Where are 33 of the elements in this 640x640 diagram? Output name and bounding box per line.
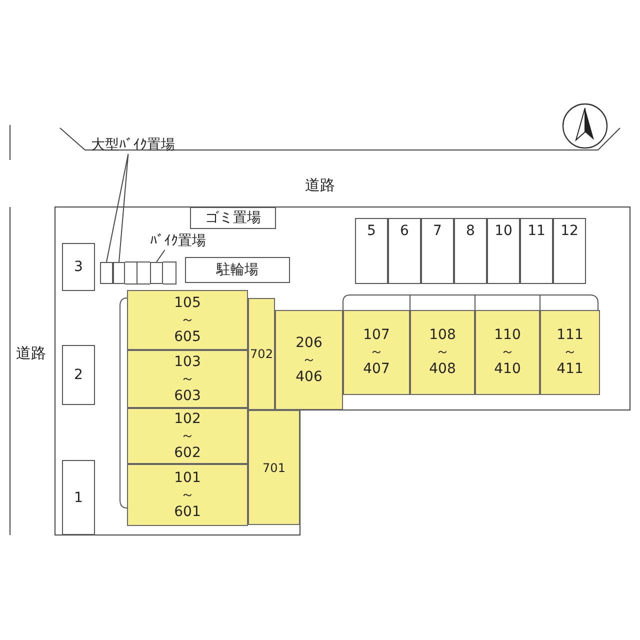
leader-line bbox=[106, 154, 129, 262]
parking-space: 7 bbox=[421, 218, 454, 284]
parking-space: 11 bbox=[520, 218, 553, 284]
parking-space: 6 bbox=[388, 218, 421, 284]
road-label: 道路 bbox=[16, 344, 46, 363]
leader-line bbox=[118, 154, 129, 262]
apartment-unit: 107 ～ 407 bbox=[343, 310, 410, 395]
parking-space bbox=[150, 262, 163, 284]
parking-space: 2 bbox=[62, 345, 95, 405]
road-label: 道路 bbox=[305, 176, 335, 195]
apartment-unit: 111 ～ 411 bbox=[540, 310, 600, 395]
apartment-unit: 110 ～ 410 bbox=[475, 310, 540, 395]
parking-space: 12 bbox=[553, 218, 586, 284]
building-section: 702 bbox=[248, 298, 275, 410]
parking-space: 10 bbox=[487, 218, 520, 284]
apartment-unit: 103 ～ 603 bbox=[127, 350, 248, 408]
apartment-unit: 102 ～ 602 bbox=[127, 408, 248, 464]
text-label: ﾊﾞｲｸ置場 bbox=[145, 232, 211, 250]
parking-space: 8 bbox=[454, 218, 487, 284]
apartment-unit: 105 ～ 605 bbox=[127, 290, 248, 350]
text-label: 大型ﾊﾞｲｸ置場 bbox=[85, 136, 181, 154]
garbage-area: ゴミ置場 bbox=[190, 207, 276, 229]
building-section: 701 bbox=[248, 410, 300, 525]
parking-space: 1 bbox=[62, 460, 95, 535]
apartment-unit: 206 ～ 406 bbox=[275, 310, 343, 410]
bicycle-parking: 駐輪場 bbox=[185, 257, 290, 283]
bike-slot bbox=[113, 262, 125, 284]
bike-slot bbox=[100, 262, 113, 284]
parking-space: 3 bbox=[62, 243, 95, 291]
parking-space: 5 bbox=[355, 218, 388, 284]
apartment-unit: 108 ～ 408 bbox=[410, 310, 475, 395]
leader-line bbox=[156, 250, 166, 262]
apartment-unit: 101 ～ 601 bbox=[127, 464, 248, 526]
